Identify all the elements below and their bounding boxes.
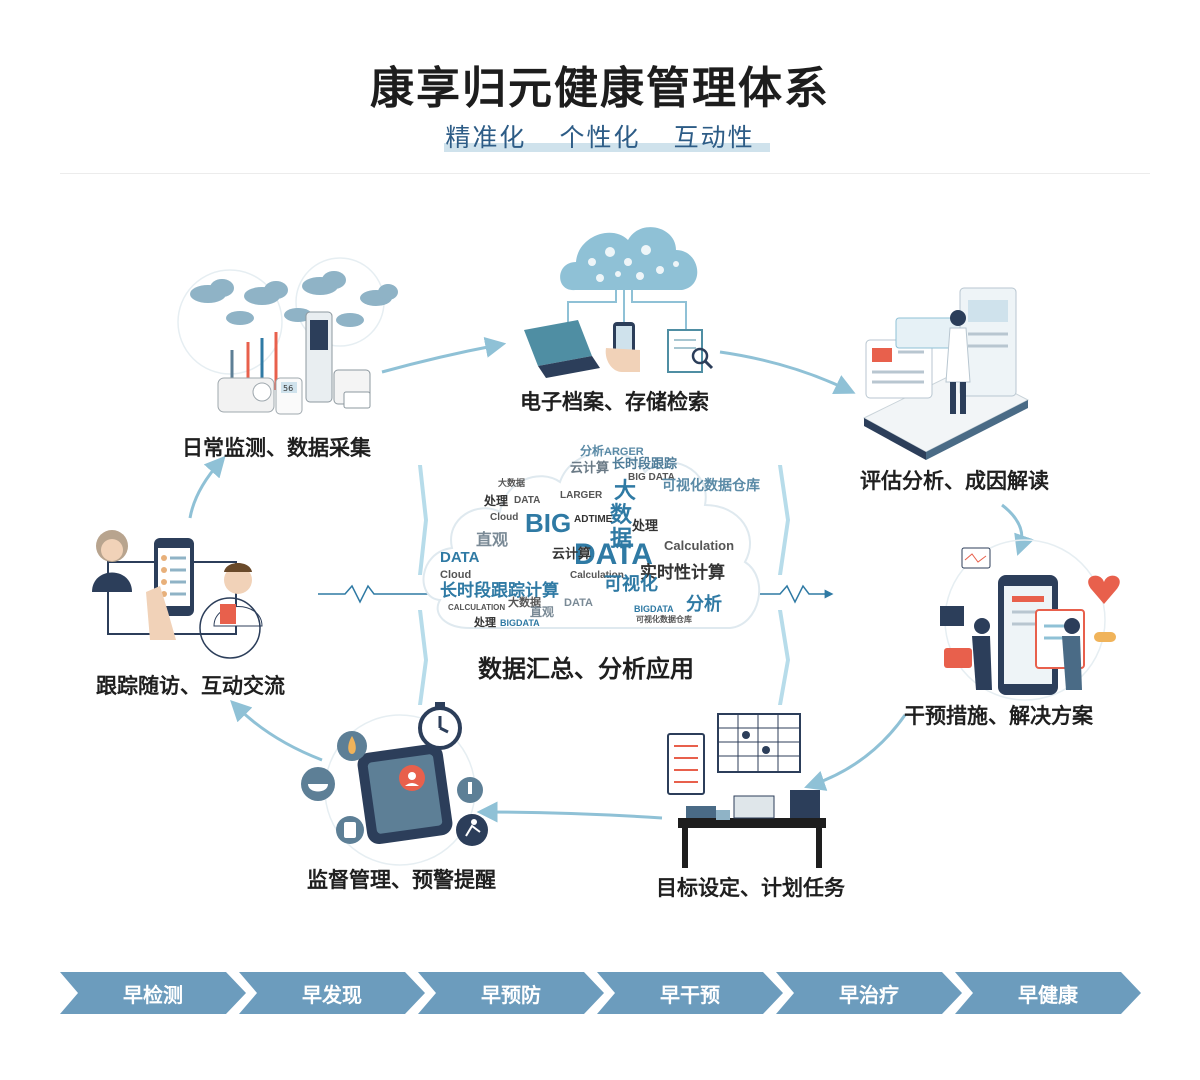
step-label: 早检测 (123, 982, 183, 1007)
follow-up-illustration (92, 530, 263, 659)
assessment-illustration (862, 287, 1030, 460)
node-label-intervention: 干预措施、解决方案 (904, 704, 1093, 728)
page-title: 康享归元健康管理体系 (370, 63, 830, 114)
step-early-treatment: 早治疗 (776, 972, 962, 1014)
node-label-follow-up: 跟踪随访、互动交流 (96, 674, 285, 698)
cloud-word: 可视化 (604, 573, 658, 594)
cloud-word: 分析 (580, 443, 604, 458)
device-reading: 56 (283, 384, 293, 393)
step-early-intervention: 早干预 (597, 972, 783, 1014)
step-label: 早健康 (1018, 982, 1078, 1007)
cloud-word: 云计算 (552, 546, 591, 561)
cloud-word: DATA (440, 549, 480, 566)
arrow-assessment-to-intervention (1001, 503, 1035, 556)
node-label-goal-setting: 目标设定、计划任务 (656, 876, 845, 900)
supervision-illustration (301, 702, 488, 866)
cloud-word: CALCULATION (448, 603, 505, 612)
cloud-word: 大数据 (498, 477, 525, 488)
cloud-word: 处理 (473, 615, 496, 629)
subtitle-underline (444, 143, 770, 152)
cloud-word: 可视化数据仓库 (636, 614, 692, 624)
subtitle-precision: 精准化 (445, 123, 527, 152)
cloud-word: BIG (525, 508, 571, 538)
cloud-word: 云计算 (570, 460, 609, 475)
cycle-arrows (188, 337, 1035, 823)
stage-steps-bar: 早检测 早发现 早预防 早干预 早治疗 早健康 (60, 972, 1150, 1014)
cloud-word: 可视化数据仓库 (662, 477, 760, 493)
cloud-word: 据 (610, 526, 632, 551)
cloud-word: Calculation (570, 570, 624, 581)
cloud-word: BIGDATA (634, 604, 674, 614)
step-label: 早发现 (302, 982, 362, 1007)
arrow-intervention-to-goal (804, 714, 907, 791)
subtitle-row: 精准化 个性化 互动性 (0, 118, 1200, 154)
arrow-monitor-to-records (381, 337, 507, 374)
cloud-word: DATA (514, 495, 540, 506)
cloud-word: BIG DATA (628, 472, 675, 483)
arrow-supervision-to-followup (230, 700, 323, 762)
arrow-followup-to-monitor (188, 455, 226, 519)
center-chevrons (418, 465, 790, 705)
cloud-word: ARGER (604, 446, 644, 458)
cloud-word: 实时性计算 (640, 562, 725, 582)
cloud-word: ADTIME (574, 514, 613, 525)
cloud-word: DATA (564, 597, 593, 609)
daily-monitoring-illustration: 56 (177, 257, 398, 415)
data-pulse-line (318, 584, 834, 604)
cloud-word: BIGDATA (500, 618, 540, 628)
cloud-word: 大 (614, 478, 636, 503)
goal-setting-illustration (667, 713, 826, 868)
node-label-daily-monitoring: 日常监测、数据采集 (182, 436, 371, 460)
cycle-diagram: 分析 ARGER 云计算 长时段跟踪 大数据 BIG DATA 大 数 据 处理… (92, 227, 1120, 868)
step-early-discovery: 早发现 (239, 972, 425, 1014)
step-early-detection: 早检测 (60, 972, 246, 1014)
cloud-word: 大数据 (508, 595, 541, 609)
cloud-word: LARGER (560, 490, 603, 501)
node-label-e-records: 电子档案、存储检索 (520, 390, 709, 414)
subtitle-interactive: 互动性 (673, 123, 755, 152)
arrow-records-to-assessment (719, 350, 856, 394)
cloud-word: Cloud (490, 512, 518, 523)
step-label: 早治疗 (839, 982, 899, 1007)
cloud-word: 直观 (476, 530, 508, 549)
cloud-word: 数 (610, 502, 633, 527)
cloud-word: DATA (574, 538, 653, 571)
cloud-word: 处理 (483, 493, 508, 508)
node-label-assessment: 评估分析、成因解读 (860, 469, 1049, 493)
node-label-supervision: 监督管理、预警提醒 (307, 868, 496, 892)
cloud-word: 直观 (530, 604, 554, 619)
center-label: 数据汇总、分析应用 (478, 655, 694, 683)
cloud-word: Cloud (440, 569, 471, 581)
big-data-cloud: 分析 ARGER 云计算 长时段跟踪 大数据 BIG DATA 大 数 据 处理… (422, 443, 761, 629)
cloud-word: 长时段跟踪计算 (440, 580, 559, 600)
cloud-word: 处理 (631, 518, 658, 533)
subtitle-personalized: 个性化 (559, 123, 641, 152)
step-label: 早干预 (660, 982, 720, 1007)
header-divider (60, 173, 1150, 174)
cloud-word: 分析 (686, 593, 722, 614)
e-records-illustration (524, 227, 714, 378)
arrow-goal-to-supervision (476, 801, 663, 823)
cloud-word: Calculation (664, 538, 734, 553)
step-early-prevention: 早预防 (418, 972, 604, 1014)
step-label: 早预防 (481, 982, 541, 1007)
intervention-illustration (940, 539, 1120, 701)
cloud-word: 长时段跟踪 (612, 456, 677, 471)
step-early-health: 早健康 (955, 972, 1141, 1014)
